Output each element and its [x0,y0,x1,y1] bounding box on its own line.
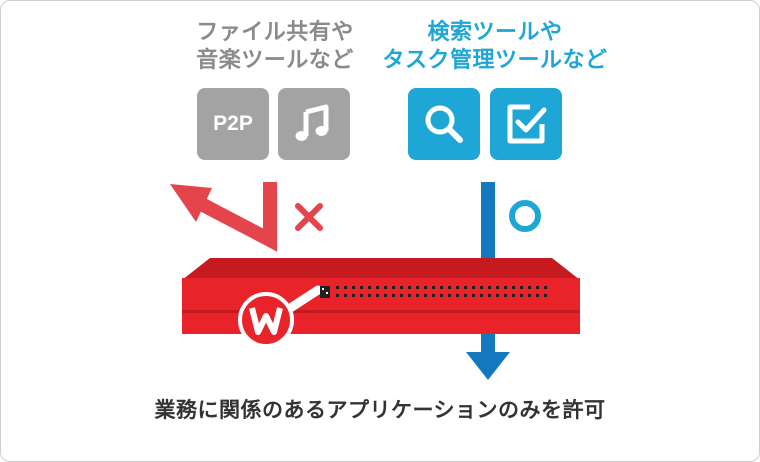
blocked-path [182,182,277,252]
blocked-mark [295,203,323,231]
search-icon [408,88,480,160]
blocked-label-line1: ファイル共有や [196,20,354,45]
allowed-mark [509,200,541,232]
allowed-label-line2: タスク管理ツールなど [382,48,608,73]
vent-grille [336,286,547,297]
caption: 業務に関係のあるアプリケーションのみを許可 [154,398,606,422]
checkbox-icon [490,88,562,160]
p2p-icon-label: P2P [213,112,253,135]
p2p-icon: P2P [197,88,269,160]
firewall-device [182,258,580,348]
allowed-arrowhead [466,352,510,380]
blocked-label-line2: 音楽ツールなど [196,48,354,73]
music-note-icon [278,88,350,160]
allowed-label-line1: 検索ツールや [427,20,563,45]
blocked-arrowhead [170,184,212,222]
